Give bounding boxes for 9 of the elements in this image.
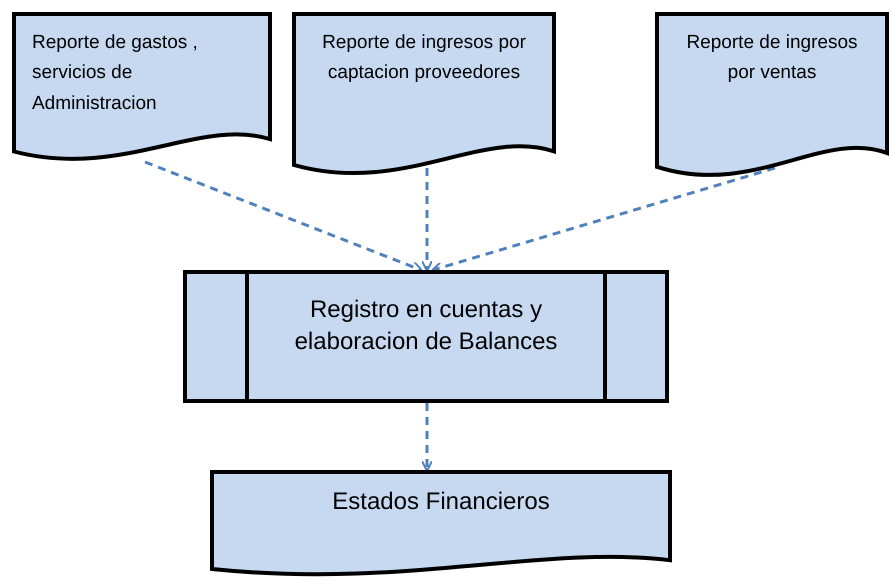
dashed-arrow <box>144 160 423 272</box>
node-text: Reporte de gastos , servicios de Administracion <box>32 31 199 116</box>
node-text: Estados Financieros <box>331 487 551 517</box>
dashed-arrow <box>421 403 433 472</box>
node-text: Reporte de ingresos por ventas <box>685 31 859 86</box>
node-text: Reporte de ingresos por captacion proveedores <box>321 31 527 86</box>
node-text: Registro en cuentas y elaboracion de Balances <box>294 295 558 358</box>
predefined-process-box <box>183 270 669 403</box>
dashed-arrow <box>421 168 433 272</box>
